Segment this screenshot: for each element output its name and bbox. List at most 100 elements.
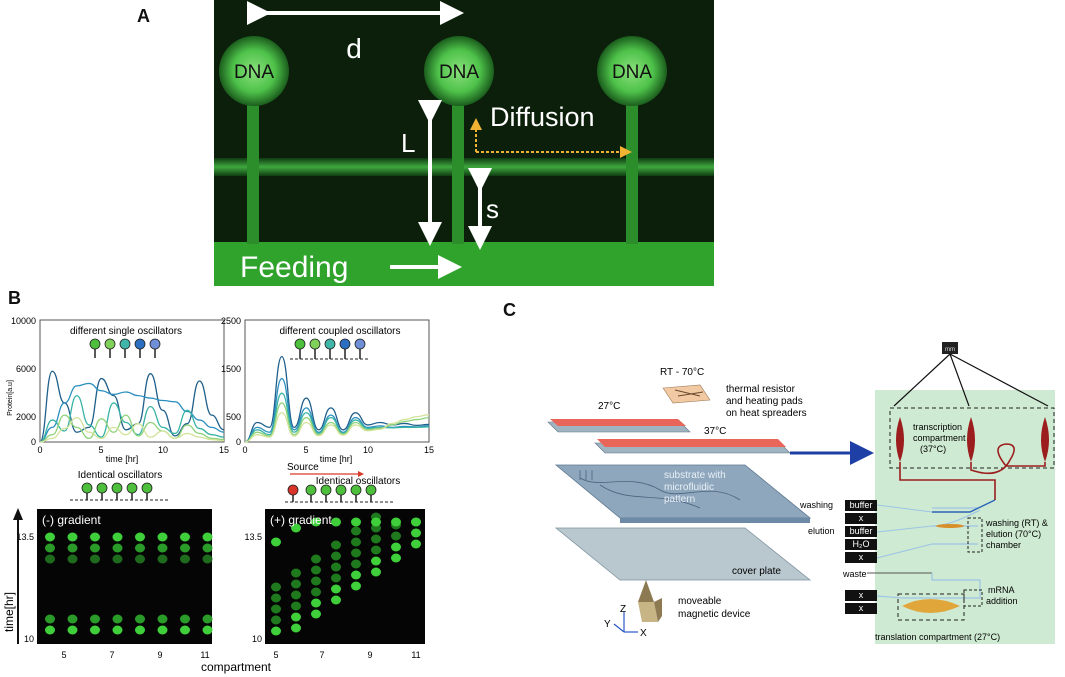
kymo-neg-spot xyxy=(202,625,213,635)
kymo-left-xtick-7: 7 xyxy=(109,650,114,660)
substrate-label-2: microfluidic xyxy=(664,482,714,493)
kymo-pos-spot xyxy=(351,548,361,558)
kymo-left-xtick-9: 9 xyxy=(157,650,162,660)
kymo-neg-spot xyxy=(180,543,190,553)
kymo-pos-spot xyxy=(371,545,381,555)
kymo-left-ytick-top: 13.5 xyxy=(16,532,34,542)
kymo-neg-spot xyxy=(67,625,78,635)
substrate-label-1: substrate with xyxy=(664,470,726,481)
dna-label-2: DNA xyxy=(439,62,479,83)
kymo-pos-spot xyxy=(271,604,281,614)
x-box-2: x xyxy=(859,552,864,562)
axis-z: Z xyxy=(620,604,626,615)
kymo-neg-spot xyxy=(112,532,123,542)
time-axis-label: time[hr] xyxy=(2,592,16,632)
kymo-neg-spot xyxy=(157,532,168,542)
washing-buffer-box: buffer xyxy=(850,500,873,510)
chart1-ytick-1: 2000 xyxy=(16,412,36,422)
dna-spot-1 xyxy=(219,36,289,106)
kymo-neg-spot xyxy=(112,554,123,564)
kymo-neg-spot xyxy=(90,625,100,635)
inlet-connector xyxy=(942,342,958,354)
dna-spot-2 xyxy=(424,36,494,106)
kymo-neg-spot xyxy=(90,614,100,624)
transcription-lens-3 xyxy=(1041,417,1049,462)
kymo-neg-spot xyxy=(45,554,55,564)
blue-channel xyxy=(932,499,996,513)
kymograph-positive xyxy=(265,509,425,644)
kymo-pos-spot xyxy=(371,556,381,566)
temp-37: 37°C xyxy=(704,426,726,437)
chart1-oscillator-icons xyxy=(89,338,161,358)
d-label: d xyxy=(346,33,362,64)
kymo-neg-spot xyxy=(135,543,145,553)
chart1-frame xyxy=(39,319,225,443)
kymo-pos-spot xyxy=(291,523,301,533)
gradient-neg-label: (-) gradient xyxy=(42,513,101,527)
washing-text: washing xyxy=(799,500,833,510)
kymo-neg-spot xyxy=(90,532,100,542)
stem-3 xyxy=(626,90,638,244)
panel-a-letter: A xyxy=(137,6,150,26)
identical-oscillators-right xyxy=(285,484,395,503)
kymo-neg-spot xyxy=(45,625,55,635)
translation-label: translation compartment (27°C) xyxy=(875,632,1000,642)
x-box-1: x xyxy=(859,513,864,523)
axis-y: Y xyxy=(604,619,611,630)
chart2-xtick-2: 10 xyxy=(363,445,373,455)
kymo-pos-spot xyxy=(351,526,361,536)
kymo-pos-spot xyxy=(391,531,401,541)
kymo-pos-spot xyxy=(291,612,301,622)
x-box-3: x xyxy=(859,590,864,600)
washing-chamber-box xyxy=(967,517,983,553)
temp-rt: RT - 70°C xyxy=(660,367,704,378)
kymo-pos-spot xyxy=(331,517,341,527)
kymo-pos-spot xyxy=(351,517,361,527)
magnet-device xyxy=(638,580,654,602)
translation-lens xyxy=(902,599,960,613)
chart1-xtick-0: 0 xyxy=(37,445,42,455)
dna-label-3: DNA xyxy=(612,62,652,83)
s-label: s xyxy=(486,194,499,224)
kymo-pos-spot xyxy=(351,581,361,591)
mrna-2: addition xyxy=(986,596,1018,606)
chart2-lines-series-3 xyxy=(244,402,430,443)
chart2-xtick-0: 0 xyxy=(242,445,247,455)
kymo-pos-spot xyxy=(351,570,361,580)
kymo-neg-spot xyxy=(202,614,213,624)
transcription-lens-2 xyxy=(967,417,975,462)
transcription-3: (37°C) xyxy=(920,444,946,454)
translation-box xyxy=(897,593,965,621)
magnet-label-1: moveable xyxy=(678,596,722,607)
kymo-pos-spot xyxy=(331,595,341,605)
kymograph-positive-spots xyxy=(271,512,421,636)
kymo-pos-spot xyxy=(291,590,301,600)
chart2-xlabel: time [hr] xyxy=(320,454,353,464)
feeding-channel xyxy=(214,242,714,286)
chart2-lines-series-2 xyxy=(244,392,430,443)
kymo-pos-spot xyxy=(351,559,361,569)
chart1-ylabel: Protein[a.u] xyxy=(7,380,14,416)
substrate-label-3: pattern xyxy=(664,494,695,505)
panel-a-micrograph: DNA DNA DNA d L s Diffusion Feeding xyxy=(214,0,714,286)
kymo-pos-spot xyxy=(271,626,281,636)
source-label: Source xyxy=(287,462,319,473)
kymo-pos-spot xyxy=(271,537,281,547)
chart1-title: different single oscillators xyxy=(70,326,182,337)
h2o-box: H₂O xyxy=(853,539,870,549)
kymo-pos-spot xyxy=(311,587,321,597)
kymo-pos-spot xyxy=(331,540,341,550)
heater-label-2: and heating pads xyxy=(726,396,803,407)
panel-c-letter: C xyxy=(503,300,516,320)
kymo-pos-spot xyxy=(351,537,361,547)
inlet-label: mm xyxy=(945,347,955,353)
kymo-pos-spot xyxy=(371,534,381,544)
chart2-title: different coupled oscillators xyxy=(280,326,401,337)
chart2-lines-series-1 xyxy=(244,377,430,443)
kymo-pos-spot xyxy=(371,517,381,527)
heater-label-3: on heat spreaders xyxy=(726,408,807,419)
kymo-pos-spot xyxy=(271,582,281,592)
elution-buffer-box: buffer xyxy=(850,526,873,536)
kymo-neg-spot xyxy=(157,554,168,564)
panel-b: different single oscillators Protein[a.u… xyxy=(2,316,434,674)
